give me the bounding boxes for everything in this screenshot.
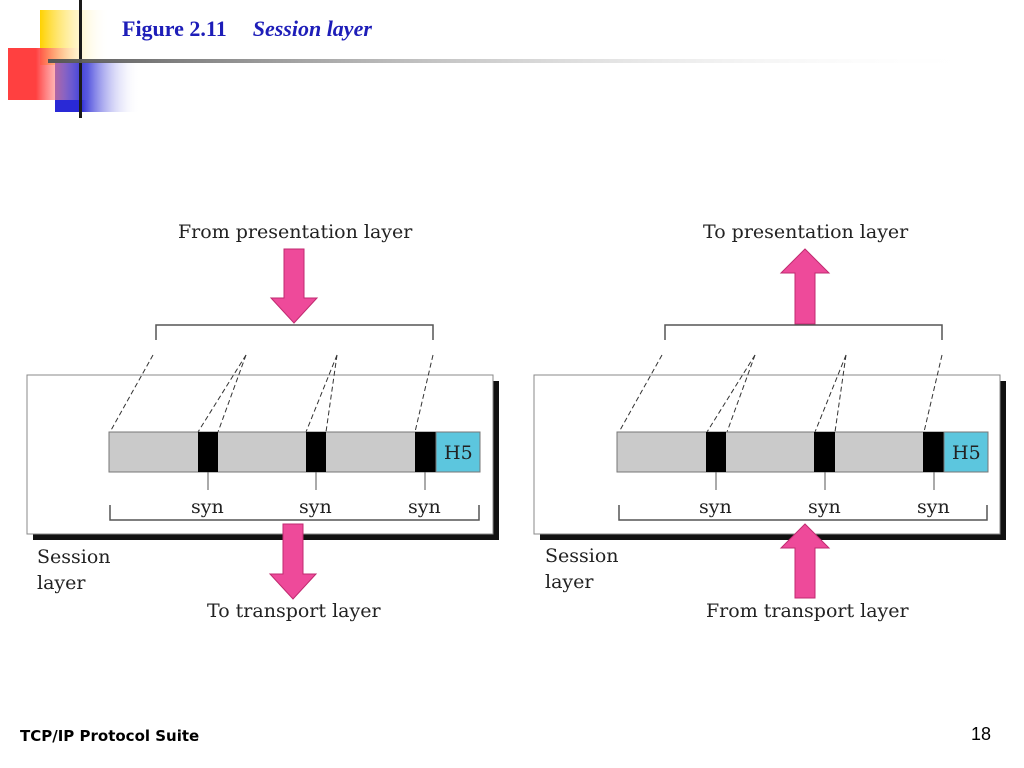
left-layer-name-line2: layer [37, 572, 86, 594]
left-sync-point-1 [198, 432, 218, 472]
left-layer-name-line1: Session [37, 546, 111, 568]
page-number: 18 [971, 724, 992, 744]
left-syn-label-2: syn [299, 496, 332, 518]
right-top-bracket [664, 324, 943, 340]
slide-decoration [8, 0, 988, 118]
left-bottom-down-arrow [268, 523, 318, 600]
right-bottom-label: From transport layer [706, 600, 910, 622]
right-top-label: To presentation layer [703, 221, 909, 243]
left-dashed-lines [109, 354, 434, 433]
left-sync-point-3 [415, 432, 436, 472]
left-syn-ticks [207, 472, 426, 490]
right-sync-point-3 [923, 432, 944, 472]
decor-red-square [8, 48, 88, 100]
right-syn-label-1: syn [699, 496, 732, 518]
right-syn-label-2: syn [808, 496, 841, 518]
left-top-label: From presentation layer [178, 221, 413, 243]
right-header-h5 [943, 431, 989, 473]
left-header-h5 [435, 431, 481, 473]
title-underline [48, 59, 988, 63]
left-down-arrow [269, 248, 319, 324]
left-bottom-bracket [109, 505, 480, 521]
right-sync-point-2 [814, 432, 835, 472]
right-bottom-bracket [618, 505, 988, 521]
left-top-bracket [155, 324, 434, 340]
right-layer-name-line2: layer [545, 571, 594, 593]
footer-text: TCP/IP Protocol Suite [20, 727, 200, 745]
left-header-label: H5 [444, 442, 473, 464]
left-syn-label-1: syn [191, 496, 224, 518]
right-dashed-lines [618, 354, 943, 433]
right-bottom-up-arrow [779, 523, 831, 599]
left-sync-point-2 [306, 432, 326, 472]
left-diagram: From presentation layer H5 syn [26, 221, 499, 622]
right-sync-point-1 [706, 432, 726, 472]
left-bottom-label: To transport layer [207, 600, 381, 622]
left-syn-label-3: syn [408, 496, 441, 518]
right-up-arrow [779, 248, 831, 325]
figure-title: Session layer [252, 16, 372, 41]
right-layer-name-line1: Session [545, 545, 619, 567]
right-header-label: H5 [952, 442, 981, 464]
right-syn-ticks [715, 472, 935, 490]
figure-number: Figure 2.11 [122, 16, 227, 41]
right-syn-label-3: syn [917, 496, 950, 518]
slide-title: Figure 2.11 Session layer [122, 16, 372, 42]
right-diagram: To presentation layer H5 syn s [533, 221, 1006, 622]
